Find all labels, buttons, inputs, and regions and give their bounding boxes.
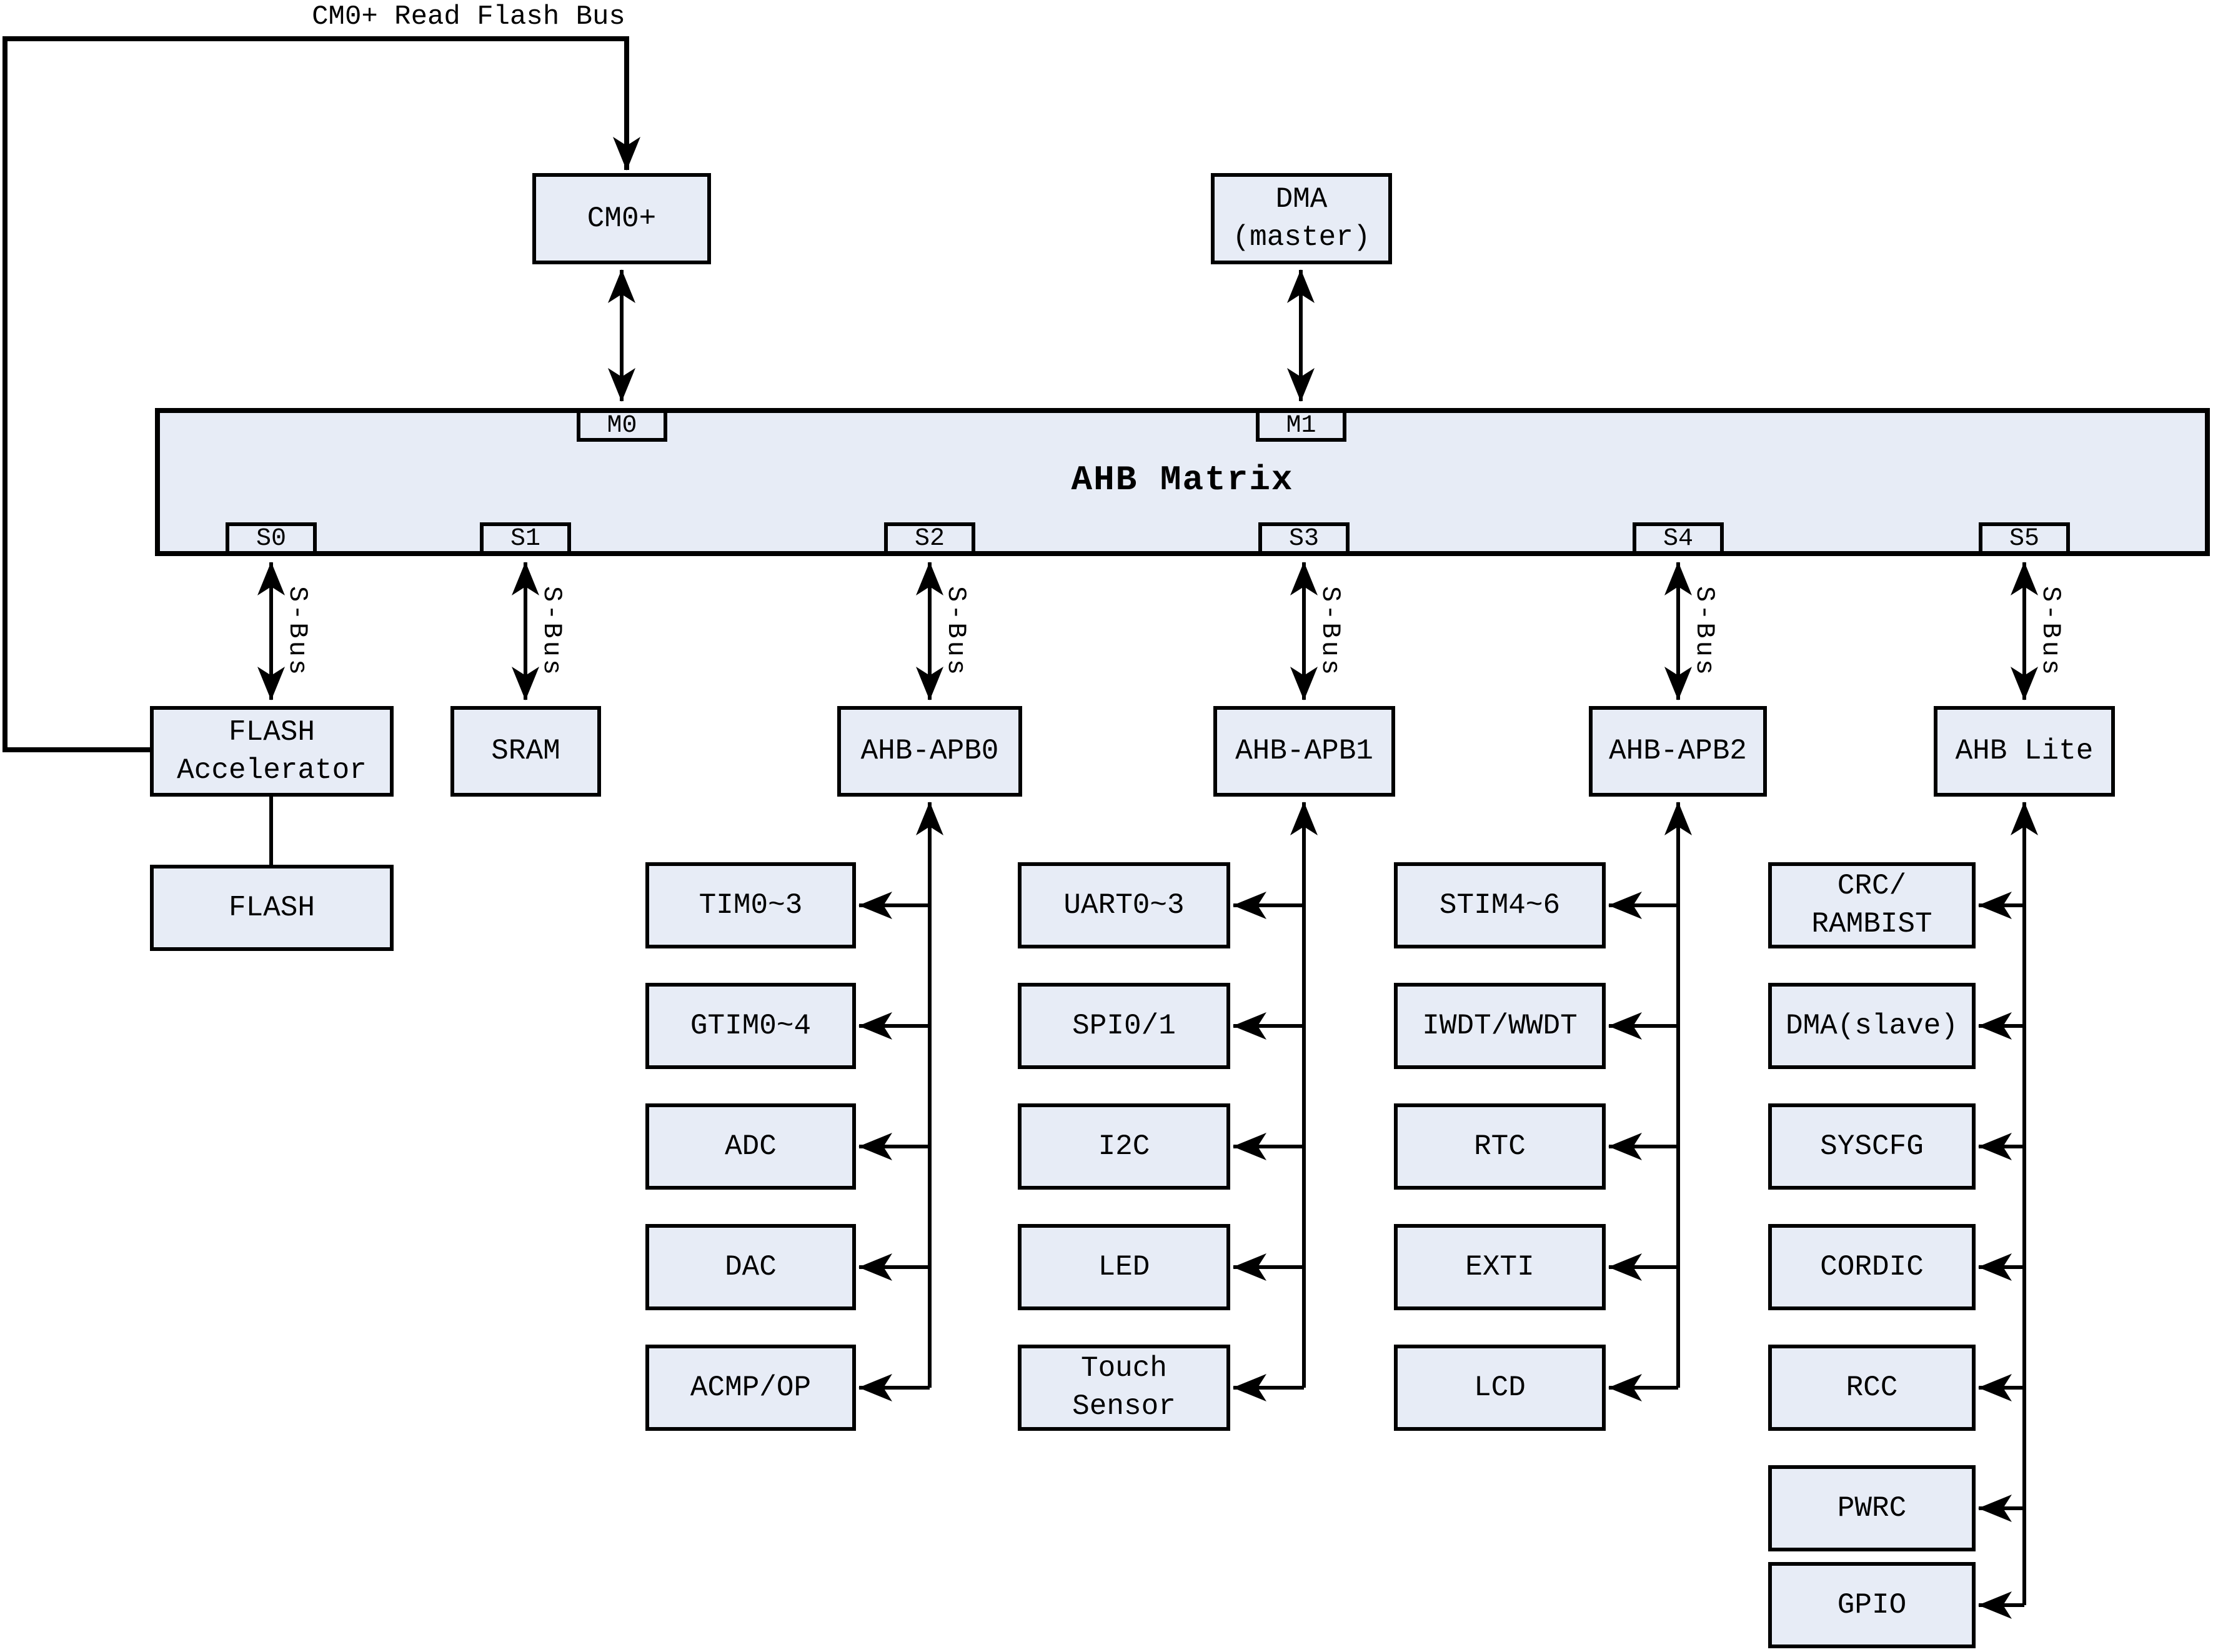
block-syscfg: SYSCFG [1768,1103,1976,1190]
block-ahb-apb1: AHB-APB1 [1213,706,1395,797]
block-iwdt-wwdt: IWDT/WWDT [1394,983,1606,1069]
block-i2c: I2C [1018,1103,1230,1190]
s-bus-label-1: S-Bus [537,586,567,678]
port-s0: S0 [226,522,317,555]
read-flash-bus-line [2,36,640,752]
port-s4: S4 [1633,522,1724,555]
block-dma-master: DMA (master) [1211,173,1392,264]
s-bus-label-3: S-Bus [1315,586,1345,678]
s-bus-label-5: S-Bus [2036,586,2066,678]
block-acmp-op: ACMP/OP [645,1345,856,1431]
block-gtim0-4: GTIM0~4 [645,983,856,1069]
read-flash-bus-label: CM0+ Read Flash Bus [312,1,625,32]
block-adc: ADC [645,1103,856,1190]
port-s5: S5 [1979,522,2070,555]
block-rtc: RTC [1394,1103,1606,1190]
block-crc-rambist: CRC/ RAMBIST [1768,862,1976,948]
s-bus-label-2: S-Bus [941,586,971,678]
block-dac: DAC [645,1224,856,1310]
block-flash-accelerator: FLASH Accelerator [150,706,394,797]
peripheral-trunks [916,802,2038,1605]
s-bus-label-4: S-Bus [1689,586,1719,678]
port-s1: S1 [480,522,571,555]
block-spi0-1: SPI0/1 [1018,983,1230,1069]
peripheral-branch-arrows [858,892,2024,1619]
port-m0: M0 [577,409,667,442]
block-uart0-3: UART0~3 [1018,862,1230,948]
block-touch-sensor: Touch Sensor [1018,1345,1230,1431]
block-pwrc: PWRC [1768,1465,1976,1551]
block-dma-slave: DMA(slave) [1768,983,1976,1069]
port-s2: S2 [884,522,975,555]
block-sram: SRAM [450,706,601,797]
block-led: LED [1018,1224,1230,1310]
s-bus-arrows [257,562,2038,700]
block-stim4-6: STIM4~6 [1394,862,1606,948]
block-rcc: RCC [1768,1345,1976,1431]
block-ahb-apb2: AHB-APB2 [1589,706,1767,797]
block-tim0-3: TIM0~3 [645,862,856,948]
master-port-arrows [608,269,1315,402]
block-flash: FLASH [150,865,394,951]
block-ahb-apb0: AHB-APB0 [837,706,1022,797]
s-bus-label-0: S-Bus [282,586,312,678]
block-exti: EXTI [1394,1224,1606,1310]
block-gpio: GPIO [1768,1562,1976,1648]
port-s3: S3 [1258,522,1350,555]
ahb-matrix-title: AHB Matrix [1071,460,1294,500]
port-m1: M1 [1256,409,1346,442]
block-lcd: LCD [1394,1345,1606,1431]
block-ahb-lite: AHB Lite [1934,706,2115,797]
block-cordic: CORDIC [1768,1224,1976,1310]
block-cm0: CM0+ [532,173,711,264]
